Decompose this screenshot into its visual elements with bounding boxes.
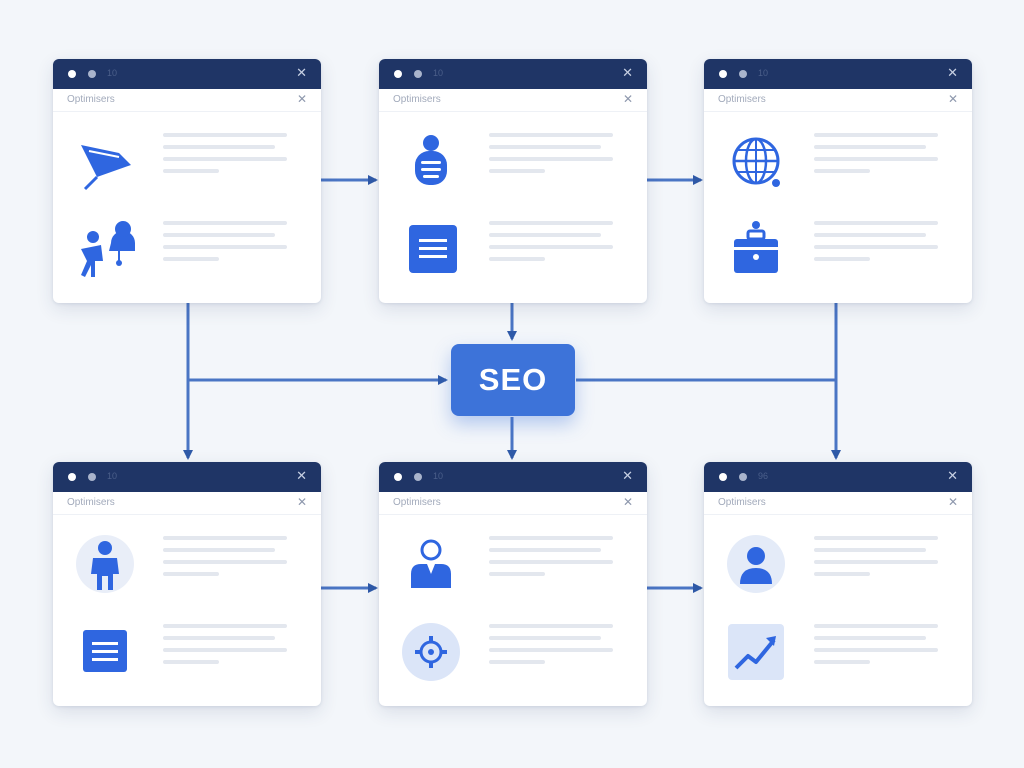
window-title: 10	[433, 471, 444, 481]
window-header: Optimisers ✕	[704, 492, 972, 515]
window-2: 10 ✕ Optimisers ✕	[379, 59, 647, 303]
close-icon[interactable]: ✕	[947, 65, 958, 80]
text-placeholder-lines	[489, 221, 613, 269]
close-icon[interactable]: ✕	[947, 92, 958, 106]
close-icon[interactable]: ✕	[622, 65, 633, 80]
list-item	[704, 209, 972, 289]
list-item	[379, 612, 647, 692]
text-placeholder-lines	[163, 624, 287, 672]
window-dot	[739, 473, 747, 481]
window-header: Optimisers ✕	[379, 492, 647, 515]
window-header-label: Optimisers	[67, 497, 115, 508]
window-header: Optimisers ✕	[704, 89, 972, 112]
window-dot	[414, 70, 422, 78]
document-person-icon	[415, 135, 447, 185]
text-placeholder-lines	[489, 536, 613, 584]
window-dot	[414, 473, 422, 481]
target-gear-icon	[402, 623, 460, 681]
list-item	[53, 209, 321, 289]
text-placeholder-lines	[814, 221, 938, 269]
text-placeholder-lines	[489, 624, 613, 672]
close-icon[interactable]: ✕	[947, 495, 958, 509]
close-icon[interactable]: ✕	[296, 92, 307, 106]
window-dot	[68, 473, 76, 481]
window-header-label: Optimisers	[393, 497, 441, 508]
growth-chart-icon	[728, 624, 784, 680]
window-6: 96 ✕ Optimisers ✕	[704, 462, 972, 706]
close-icon[interactable]: ✕	[296, 495, 307, 509]
close-icon[interactable]: ✕	[622, 495, 633, 509]
close-icon[interactable]: ✕	[622, 92, 633, 106]
window-header: Optimisers ✕	[53, 492, 321, 515]
list-item	[53, 612, 321, 692]
window-dot	[88, 473, 96, 481]
briefcase-icon	[734, 221, 778, 273]
text-placeholder-lines	[489, 133, 613, 181]
window-dot	[394, 70, 402, 78]
window-header-label: Optimisers	[718, 497, 766, 508]
window-title: 10	[107, 68, 118, 78]
text-placeholder-lines	[163, 133, 287, 181]
window-titlebar: 10 ✕	[53, 462, 321, 492]
close-icon[interactable]: ✕	[296, 65, 307, 80]
list-item	[704, 612, 972, 692]
close-icon[interactable]: ✕	[622, 468, 633, 483]
window-header-label: Optimisers	[393, 94, 441, 105]
presenter-bell-icon	[81, 221, 135, 277]
flag-icon	[81, 145, 131, 191]
window-header-label: Optimisers	[67, 94, 115, 105]
list-item	[379, 209, 647, 289]
list-document-icon	[83, 630, 127, 672]
window-title: 10	[758, 68, 769, 78]
user-profile-icon	[411, 539, 451, 588]
text-placeholder-lines	[814, 536, 938, 584]
window-5: 10 ✕ Optimisers ✕	[379, 462, 647, 706]
text-placeholder-lines	[814, 624, 938, 672]
window-dot	[394, 473, 402, 481]
globe-icon	[732, 137, 780, 187]
window-3: 10 ✕ Optimisers ✕	[704, 59, 972, 303]
window-title: 10	[433, 68, 444, 78]
text-placeholder-lines	[163, 221, 287, 269]
list-item	[379, 121, 647, 201]
window-4: 10 ✕ Optimisers ✕	[53, 462, 321, 706]
seo-button[interactable]: SEO	[451, 344, 575, 416]
list-item	[53, 524, 321, 604]
text-placeholder-lines	[814, 133, 938, 181]
window-1: 10 ✕ Optimisers ✕	[53, 59, 321, 303]
window-title: 96	[758, 471, 769, 481]
window-dot	[719, 70, 727, 78]
list-item	[704, 524, 972, 604]
close-icon[interactable]: ✕	[947, 468, 958, 483]
window-titlebar: 10 ✕	[379, 59, 647, 89]
window-titlebar: 96 ✕	[704, 462, 972, 492]
list-item	[704, 121, 972, 201]
window-titlebar: 10 ✕	[53, 59, 321, 89]
list-item	[53, 121, 321, 201]
window-dot	[68, 70, 76, 78]
window-header: Optimisers ✕	[53, 89, 321, 112]
close-icon[interactable]: ✕	[296, 468, 307, 483]
window-titlebar: 10 ✕	[379, 462, 647, 492]
person-icon	[76, 535, 134, 593]
window-dot	[88, 70, 96, 78]
window-dot	[739, 70, 747, 78]
window-header-label: Optimisers	[718, 94, 766, 105]
user-avatar-icon	[727, 535, 785, 593]
window-titlebar: 10 ✕	[704, 59, 972, 89]
list-item	[379, 524, 647, 604]
window-title: 10	[107, 471, 118, 481]
list-document-icon	[409, 225, 457, 273]
window-header: Optimisers ✕	[379, 89, 647, 112]
text-placeholder-lines	[163, 536, 287, 584]
window-dot	[719, 473, 727, 481]
